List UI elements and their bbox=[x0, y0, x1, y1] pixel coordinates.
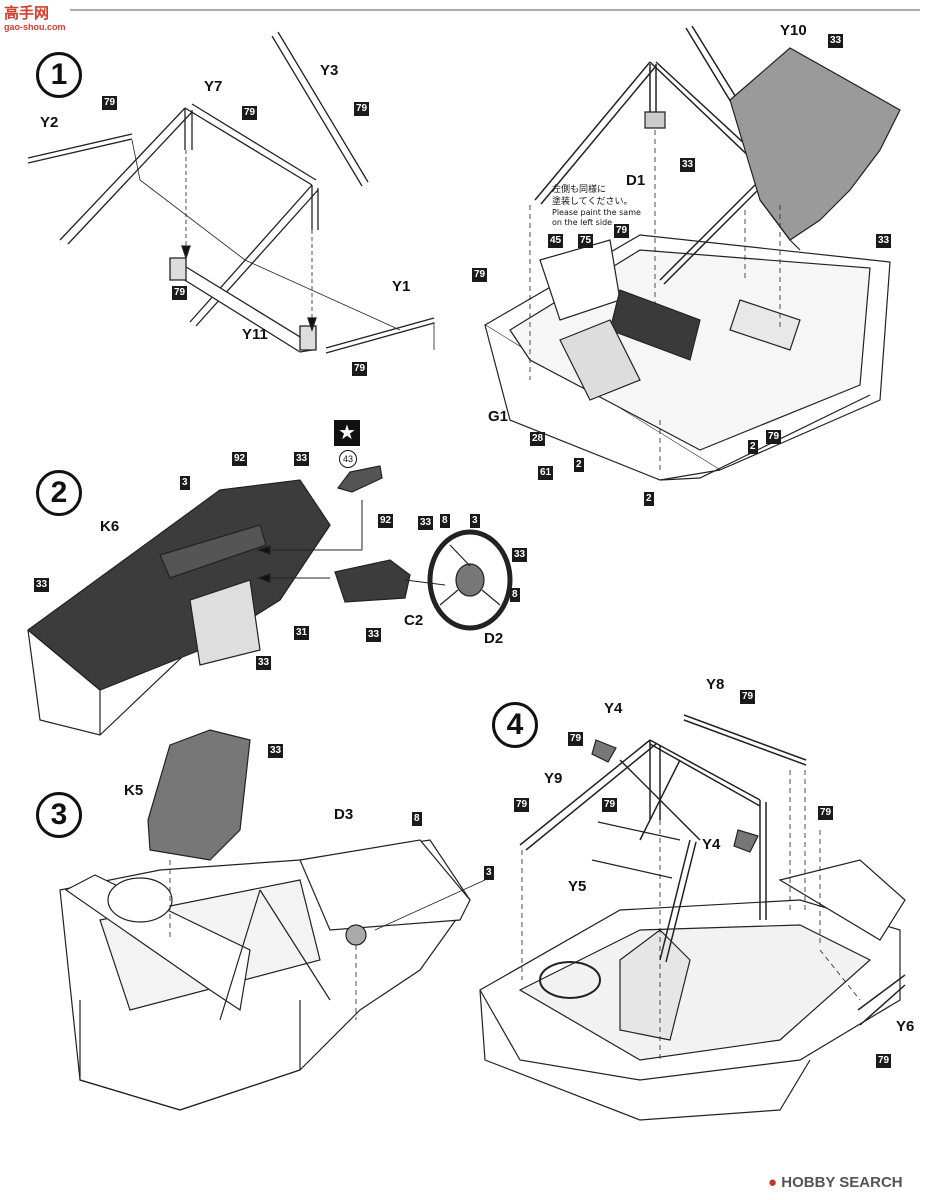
step-number-2: 2 bbox=[36, 470, 82, 516]
part-label-y7: Y7 bbox=[204, 78, 223, 95]
paint-code: 79 bbox=[354, 102, 370, 116]
step-number-1: 1 bbox=[36, 52, 82, 98]
paint-code: 79 bbox=[172, 286, 188, 300]
paint-code: 33 bbox=[294, 452, 310, 466]
part-label-g1: G1 bbox=[488, 408, 509, 425]
watermark-url: gao-shou.com bbox=[4, 22, 66, 32]
paint-note-en: Please paint the same on the left side bbox=[552, 208, 641, 227]
watermark-text: HOBBY SEARCH bbox=[781, 1174, 903, 1191]
part-label-d3: D3 bbox=[334, 806, 354, 823]
paint-code: 79 bbox=[568, 732, 584, 746]
paint-code: 33 bbox=[268, 744, 284, 758]
paint-code: 8 bbox=[440, 514, 450, 528]
paint-code: 33 bbox=[34, 578, 50, 592]
paint-code: 2 bbox=[644, 492, 654, 506]
part-label-y2: Y2 bbox=[40, 114, 59, 131]
paint-code: 33 bbox=[418, 516, 434, 530]
paint-code: 79 bbox=[514, 798, 530, 812]
watermark-bottom-right: ● HOBBY SEARCH bbox=[768, 1174, 903, 1191]
part-label-d1: D1 bbox=[626, 172, 646, 189]
paint-code: 79 bbox=[472, 268, 488, 282]
paint-code: 79 bbox=[602, 798, 618, 812]
paint-code: 79 bbox=[740, 690, 756, 704]
paint-code: 3 bbox=[484, 866, 494, 880]
dashboard-k6 bbox=[27, 465, 513, 736]
part-label-y6: Y6 bbox=[896, 1018, 915, 1035]
part-label-y11: Y11 bbox=[242, 326, 268, 343]
paint-code: 33 bbox=[876, 234, 892, 248]
paint-code: 79 bbox=[766, 430, 782, 444]
watermark-title: 高手网 bbox=[4, 5, 50, 22]
paint-code: 79 bbox=[352, 362, 368, 376]
paint-code: 33 bbox=[680, 158, 696, 172]
car-body-step3 bbox=[59, 729, 486, 1111]
cockpit-tub-1 bbox=[483, 25, 901, 481]
paint-code: 33 bbox=[828, 34, 844, 48]
part-label-d2: D2 bbox=[484, 630, 504, 647]
part-label-y1: Y1 bbox=[392, 278, 411, 295]
paint-code: 8 bbox=[412, 812, 422, 826]
paint-code: 8 bbox=[510, 588, 520, 602]
paint-code: 2 bbox=[748, 440, 758, 454]
part-label-y4-top: Y4 bbox=[604, 700, 623, 717]
step-number-4: 4 bbox=[492, 702, 538, 748]
part-label-y3: Y3 bbox=[320, 62, 339, 79]
watermark-icon: ● bbox=[768, 1174, 778, 1191]
paint-note-jp: 左側も同様に 塗装してください。 bbox=[552, 185, 633, 207]
paint-code: 28 bbox=[530, 432, 546, 446]
paint-code: 79 bbox=[876, 1054, 892, 1068]
part-label-y5: Y5 bbox=[568, 878, 587, 895]
paint-code: 61 bbox=[538, 466, 554, 480]
paint-code: 3 bbox=[180, 476, 190, 490]
paint-code: 92 bbox=[378, 514, 394, 528]
paint-code: 45 bbox=[548, 234, 564, 248]
part-label-y4-mid: Y4 bbox=[702, 836, 721, 853]
watermark-logo-top-left: 高手网 bbox=[4, 2, 49, 23]
paint-code: 33 bbox=[512, 548, 528, 562]
paint-code: 31 bbox=[294, 626, 310, 640]
step-number-3: 3 bbox=[36, 792, 82, 838]
part-label-k5: K5 bbox=[124, 782, 144, 799]
rollcage-frame-1 bbox=[27, 31, 435, 354]
paint-code: 79 bbox=[242, 106, 258, 120]
part-label-c2: C2 bbox=[404, 612, 424, 629]
paint-code: 2 bbox=[574, 458, 584, 472]
paint-code: 3 bbox=[470, 514, 480, 528]
part-label-y10: Y10 bbox=[780, 22, 807, 39]
paint-code: 75 bbox=[578, 234, 594, 248]
car-body-step4 bbox=[479, 714, 906, 1121]
star-marker-icon: ★ bbox=[334, 420, 360, 446]
part-label-y8: Y8 bbox=[706, 676, 725, 693]
decal-number: 43 bbox=[339, 450, 357, 468]
paint-code: 79 bbox=[818, 806, 834, 820]
paint-code: 33 bbox=[256, 656, 272, 670]
part-label-k6: K6 bbox=[100, 518, 120, 535]
part-label-y9: Y9 bbox=[544, 770, 563, 787]
paint-code: 79 bbox=[614, 224, 630, 238]
paint-code: 33 bbox=[366, 628, 382, 642]
paint-code: 79 bbox=[102, 96, 118, 110]
paint-code: 92 bbox=[232, 452, 248, 466]
